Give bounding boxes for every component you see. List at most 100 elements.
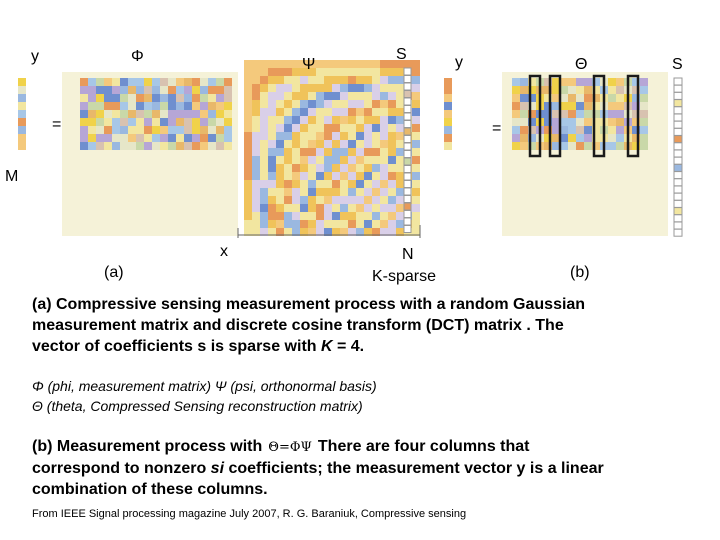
phi-cell <box>184 142 192 150</box>
psi-cell <box>276 180 284 188</box>
psi-cell <box>324 76 332 84</box>
psi-cell <box>396 204 404 212</box>
psi-cell <box>412 60 420 68</box>
psi-cell <box>260 180 268 188</box>
psi-cell <box>300 60 308 68</box>
theta-cell <box>568 118 576 126</box>
theta-cell <box>616 102 624 110</box>
psi-cell <box>372 172 380 180</box>
psi-cell <box>308 164 316 172</box>
psi-cell <box>324 124 332 132</box>
psi-cell <box>308 108 316 116</box>
psi-cell <box>372 228 380 236</box>
s-zero-entry <box>403 97 412 106</box>
sparse-vector-s-left <box>403 67 412 233</box>
psi-cell <box>412 228 420 236</box>
s-zero-entry <box>403 150 412 158</box>
theta-cell <box>616 94 624 102</box>
psi-cell <box>380 220 388 228</box>
psi-cell <box>348 92 356 100</box>
psi-cell <box>364 228 372 236</box>
psi-cell <box>348 108 356 116</box>
reconstruction-matrix-theta <box>502 72 668 236</box>
psi-cell <box>268 116 276 124</box>
phi-cell <box>144 94 152 102</box>
psi-cell <box>348 196 356 204</box>
phi-cell <box>144 78 152 86</box>
phi-cell <box>88 86 96 94</box>
psi-cell <box>380 156 388 164</box>
psi-cell <box>300 140 308 148</box>
psi-cell <box>340 172 348 180</box>
psi-cell <box>412 92 420 100</box>
psi-cell <box>348 156 356 164</box>
s-zero-entry <box>673 91 683 100</box>
phi-cell <box>224 78 232 86</box>
phi-cell <box>192 86 200 94</box>
phi-cell <box>216 102 224 110</box>
psi-cell <box>316 124 324 132</box>
theta-cell <box>528 142 536 150</box>
psi-cell <box>372 132 380 140</box>
caption-a-line-2: measurement matrix and discrete cosine t… <box>32 317 564 334</box>
label-y-left: y <box>31 48 39 65</box>
psi-cell <box>308 100 316 108</box>
theta-cell <box>616 126 624 134</box>
psi-cell <box>324 60 332 68</box>
psi-cell <box>308 156 316 164</box>
theta-cell <box>544 134 552 142</box>
psi-cell <box>388 148 396 156</box>
phi-cell <box>208 142 216 150</box>
theta-cell <box>512 102 520 110</box>
psi-cell <box>412 132 420 140</box>
psi-cell <box>276 164 284 172</box>
psi-cell <box>412 76 420 84</box>
y-entry <box>18 78 26 86</box>
phi-cell <box>112 134 120 142</box>
theta-cell <box>512 134 520 142</box>
phi-cell <box>88 110 96 118</box>
psi-cell <box>316 92 324 100</box>
psi-cell <box>388 220 396 228</box>
psi-cell <box>260 228 268 236</box>
psi-cell <box>268 148 276 156</box>
psi-cell <box>260 140 268 148</box>
phi-cell <box>192 134 200 142</box>
psi-cell <box>332 68 340 76</box>
theta-cell <box>608 86 616 94</box>
psi-cell <box>316 164 324 172</box>
phi-cell <box>184 102 192 110</box>
phi-cell <box>216 78 224 86</box>
theta-cell <box>576 126 584 134</box>
psi-cell <box>388 124 396 132</box>
psi-cell <box>244 204 252 212</box>
s-nonzero-entry <box>403 127 412 136</box>
theta-cell <box>544 102 552 110</box>
label-panel-a: (a) <box>104 264 124 281</box>
theta-cell <box>552 94 560 102</box>
phi-cell <box>200 86 208 94</box>
phi-cell <box>104 118 112 126</box>
psi-cell <box>332 212 340 220</box>
phi-cell <box>168 110 176 118</box>
psi-cell <box>332 188 340 196</box>
psi-cell <box>268 172 276 180</box>
psi-cell <box>252 196 260 204</box>
theta-cell <box>552 86 560 94</box>
psi-cell <box>276 76 284 84</box>
psi-cell <box>412 68 420 76</box>
psi-cell <box>292 156 300 164</box>
psi-cell <box>252 164 260 172</box>
phi-cell <box>80 142 88 150</box>
psi-cell <box>244 92 252 100</box>
psi-cell <box>396 180 404 188</box>
psi-cell <box>276 60 284 68</box>
psi-cell <box>300 172 308 180</box>
psi-cell <box>388 156 396 164</box>
psi-cell <box>388 204 396 212</box>
psi-cell <box>332 116 340 124</box>
phi-cell <box>144 86 152 94</box>
source-citation: From IEEE Signal processing magazine Jul… <box>32 508 467 520</box>
psi-cell <box>412 148 420 156</box>
theta-cell <box>584 110 592 118</box>
